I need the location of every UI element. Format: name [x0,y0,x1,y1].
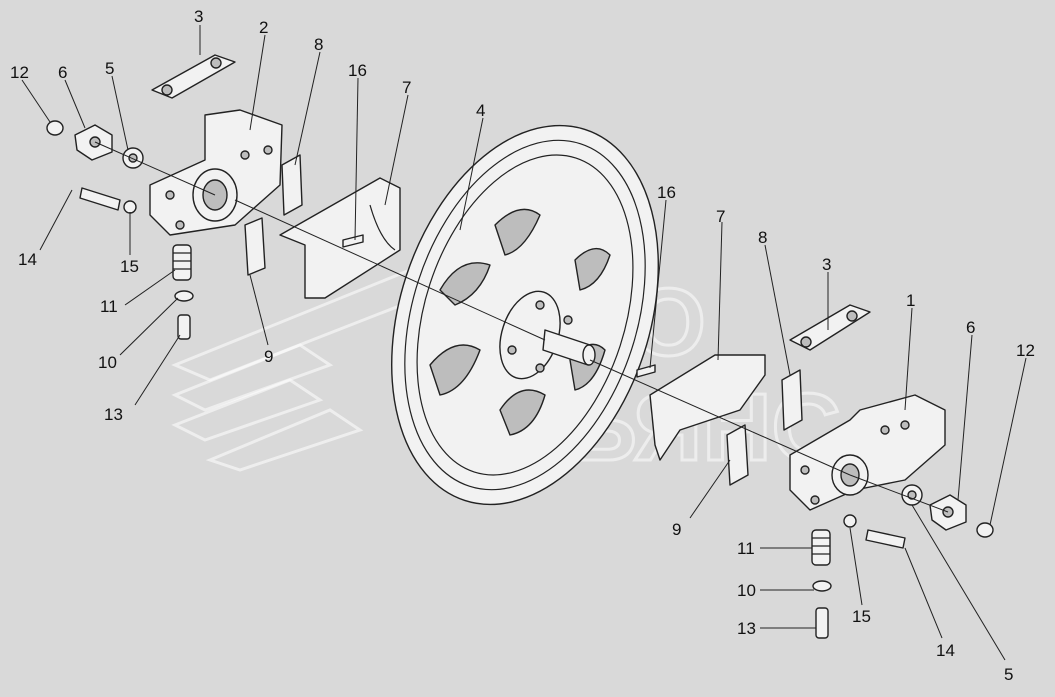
callout-13-left: 13 [104,405,123,424]
callout-7-right: 7 [716,207,725,226]
callout-3-left: 3 [194,7,203,26]
callout-15-right: 15 [852,607,871,626]
callout-12-left: 12 [10,63,29,82]
callout-14-right: 14 [936,641,955,660]
callout-5-right: 5 [1004,665,1013,684]
callout-labels: 12 6 5 3 2 8 16 7 4 14 15 11 10 9 13 16 … [10,7,1035,684]
callout-10-right: 10 [737,581,756,600]
callout-2: 2 [259,18,268,37]
callout-6-right: 6 [966,318,975,337]
callout-9-right: 9 [672,520,681,539]
leader-lines [21,25,1027,661]
callout-16-left: 16 [348,61,367,80]
callout-8-left: 8 [314,35,323,54]
callout-15-left: 15 [120,257,139,276]
callout-9-left: 9 [264,347,273,366]
callout-5-left: 5 [105,59,114,78]
callout-3-right: 3 [822,255,831,274]
callout-6-left: 6 [58,63,67,82]
idler-wheel [391,124,659,506]
callout-14-left: 14 [18,250,37,269]
callout-12-right: 12 [1016,341,1035,360]
callout-11-right: 11 [737,539,755,558]
right-bracket-assembly [636,304,994,639]
callout-11-left: 11 [100,297,118,316]
callout-13-right: 13 [737,619,756,638]
callout-10-left: 10 [98,353,117,372]
callout-16-right: 16 [657,183,676,202]
callout-1: 1 [906,291,915,310]
assembly-axes [94,141,949,513]
left-bracket-assembly [46,54,401,340]
callout-4: 4 [476,101,485,120]
callout-8-right: 8 [758,228,767,247]
callout-7-left: 7 [402,78,411,97]
